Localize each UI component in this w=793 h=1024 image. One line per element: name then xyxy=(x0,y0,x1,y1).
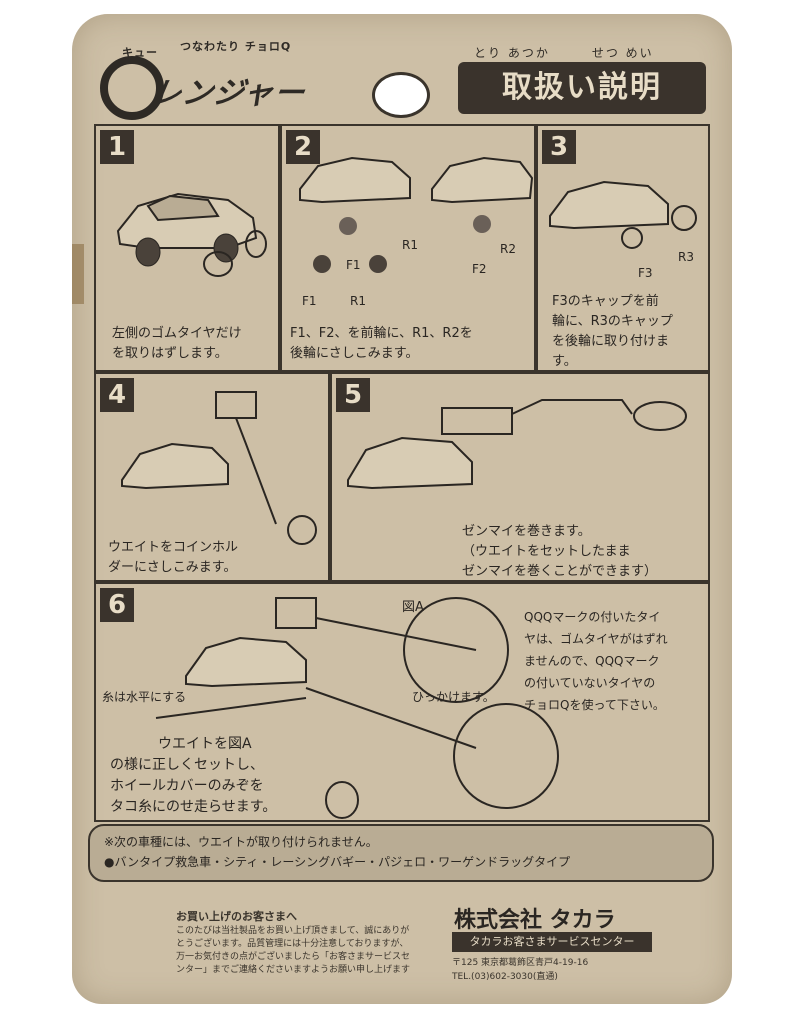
text-line: ゼンマイを巻くことができます） xyxy=(462,564,658,579)
wind-up-icon xyxy=(347,399,687,490)
note-line: ●バンタイプ救急車・シティ・レーシングバギー・パジェロ・ワーゲンドラッグタイプ xyxy=(104,855,571,869)
step-3-text: F3のキャップを前 輪に、R3のキャップ を後輪に取り付けま す。 xyxy=(552,292,708,372)
step-5-text: ゼンマイを巻きます。 （ウエイトをセットしたまま ゼンマイを巻くことができます） xyxy=(462,522,712,582)
step-number: 5 xyxy=(336,378,370,412)
customer-line: このたびは当社製品をお買い上げ頂きまして、誠にありが xyxy=(176,926,410,936)
text-line: を後輪に取り付けま xyxy=(552,334,670,349)
label-f3: F3 xyxy=(638,266,653,280)
text-line: 後輪にさしこみます。 xyxy=(290,346,419,361)
text-line: の付いていないタイヤの xyxy=(524,676,656,690)
step-6-text: ウエイトを図A の様に正しくセットし、 ホイールカバーのみぞを タコ糸にのせ走ら… xyxy=(110,734,360,818)
brand-logo: キュー つなわたり チョロQ レンジャー xyxy=(98,34,368,130)
text-line: タコ糸にのせ走らせます。 xyxy=(110,799,277,815)
step-2-panel: 2 R1 F1 F1 R1 R2 F2 F1、F2、を前輪に、R1、R2を 後輪… xyxy=(280,124,536,372)
tel-line: TEL.(03)602-3030(直通) xyxy=(452,972,558,982)
text-line: チョロQを使って下さい。 xyxy=(524,698,665,712)
package-card: キュー つなわたり チョロQ レンジャー とり あつか せつ めい 取扱い説明 … xyxy=(72,14,732,1004)
title-ruby: とり あつか せつ めい xyxy=(474,46,654,60)
text-line: F1、F2、を前輪に、R1、R2を xyxy=(290,326,473,341)
step-4-panel: 4 ウエイトをコインホル ダーにさしこみます。 xyxy=(94,372,330,582)
company-address: 〒125 東京都葛飾区青戸4-19-16 TEL.(03)602-3030(直通… xyxy=(452,956,588,984)
text-line: QQQマークの付いたタイ xyxy=(524,610,661,624)
step-3-panel: 3 R3 F3 F3のキャップを前 輪に、R3のキャップ を後輪に取り付けま す… xyxy=(536,124,710,372)
step-4-text: ウエイトをコインホル ダーにさしこみます。 xyxy=(108,538,328,578)
company-name: 株式会社 タカラ xyxy=(454,908,616,933)
text-line: ダーにさしこみます。 xyxy=(108,560,237,575)
qqq-note: QQQマークの付いたタイ ヤは、ゴムタイヤがはずれ ませんので、QQQマーク の… xyxy=(524,606,710,716)
step-number: 1 xyxy=(100,130,134,164)
exceptions-note: ※次の車種には、ウエイトが取り付けられません。 ●バンタイプ救急車・シティ・レー… xyxy=(88,824,714,882)
customer-line: とうございます。品質管理には十分注意しておりますが、 xyxy=(176,939,409,949)
car-caps-icon xyxy=(549,180,697,249)
customer-line: ンター」までご連絡くださいますようお願い申し上げます xyxy=(176,965,411,975)
customer-message: お買い上げのお客さまへ このたびは当社製品をお買い上げ頂きまして、誠にありが と… xyxy=(176,910,456,977)
instructions-title: とり あつか せつ めい 取扱い説明 xyxy=(458,40,706,120)
step-number: 6 xyxy=(100,588,134,622)
label-figure-a: 図A xyxy=(402,600,424,615)
label-f1: F1 xyxy=(346,258,361,272)
step-1-panel: 1 左側のゴムタイヤだけ を取りはずします。 xyxy=(94,124,280,372)
text-line: ませんので、QQQマーク xyxy=(524,654,660,668)
step-number: 4 xyxy=(100,378,134,412)
text-line: F3のキャップを前 xyxy=(552,294,659,309)
coin-holder-icon xyxy=(121,391,317,545)
label-string-level: 糸は水平にする xyxy=(102,690,187,704)
text-line: ゼンマイを巻きます。 xyxy=(462,524,591,539)
step-2-text: F1、F2、を前輪に、R1、R2を 後輪にさしこみます。 xyxy=(290,324,535,364)
customer-line: 万一お気付きの点がございましたら「お客さまサービスセ xyxy=(176,952,411,962)
label-hook: ひっかけます。 xyxy=(412,690,495,704)
text-line: の様に正しくセットし、 xyxy=(110,757,264,773)
car-illustration-icon xyxy=(116,192,267,277)
label-f2: F2 xyxy=(472,262,487,276)
text-line: ヤは、ゴムタイヤがはずれ xyxy=(524,632,668,646)
note-line: ※次の車種には、ウエイトが取り付けられません。 xyxy=(104,835,378,849)
step-5-panel: 5 ゼンマイを巻きます。 （ウエイトをセットしたまま ゼンマイを巻くことができま… xyxy=(330,372,710,582)
text-line: ウエイトをコインホル xyxy=(108,540,239,555)
step-number: 2 xyxy=(286,130,320,164)
text-line: す。 xyxy=(552,354,577,369)
service-center: タカラお客さまサービスセンター xyxy=(452,932,652,952)
text-line: 輪に、R3のキャップ xyxy=(552,314,673,329)
label-r2: R2 xyxy=(500,242,516,256)
logo-subtitle: つなわたり チョロQ xyxy=(180,40,292,53)
page-title: 取扱い説明 xyxy=(458,62,706,114)
text-line: を取りはずします。 xyxy=(112,346,228,361)
text-line: ウエイトを図A xyxy=(158,736,252,752)
text-line: 左側のゴムタイヤだけ xyxy=(112,326,242,341)
label-r1: R1 xyxy=(350,294,366,308)
step-1-text: 左側のゴムタイヤだけ を取りはずします。 xyxy=(112,324,277,364)
tightrope-setup-icon xyxy=(155,597,559,819)
text-line: ホイールカバーのみぞを xyxy=(110,778,264,794)
logo-ruby: キュー xyxy=(122,46,158,59)
car-wheel-parts-icon xyxy=(299,156,534,273)
q-logo-icon xyxy=(100,56,164,120)
text-line: （ウエイトをセットしたまま xyxy=(462,544,631,559)
label-r3: R3 xyxy=(678,250,694,264)
step-number: 3 xyxy=(542,130,576,164)
step-6-panel: 6 図A ひっかけます。 糸は水平にする ウエイトを図A の様に正しくセットし、… xyxy=(94,582,710,822)
address-line: 〒125 東京都葛飾区青戸4-19-16 xyxy=(452,958,589,968)
logo-main-text: レンジャー xyxy=(148,76,308,111)
hang-hole xyxy=(372,72,430,118)
customer-heading: お買い上げのお客さまへ xyxy=(176,910,297,923)
stain-mark xyxy=(72,244,84,304)
label-r1: R1 xyxy=(402,238,418,252)
label-f1: F1 xyxy=(302,294,317,308)
